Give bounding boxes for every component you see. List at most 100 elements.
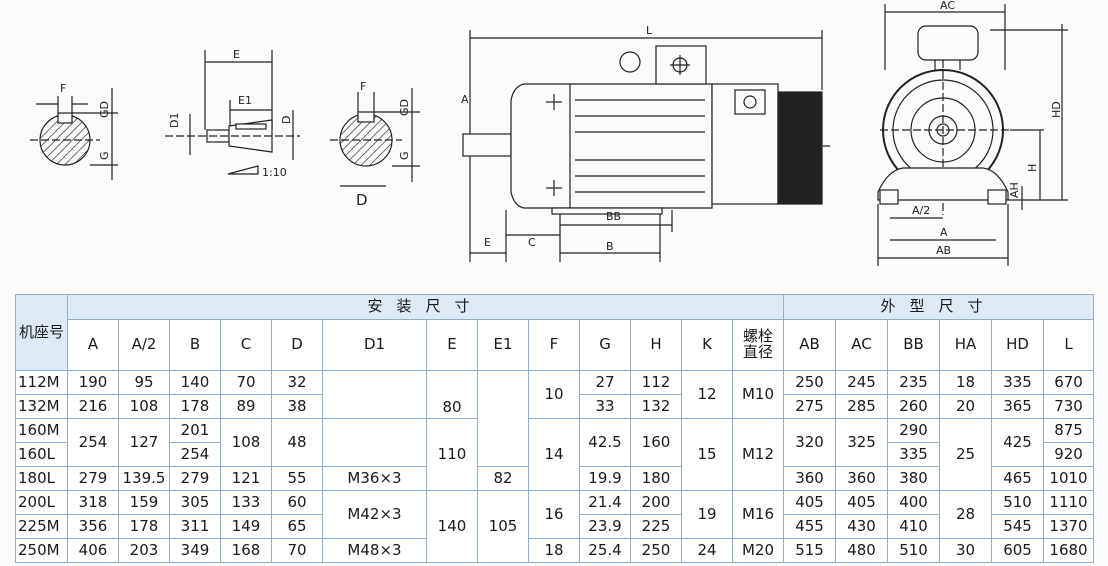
dim-label-d1: D1 — [168, 113, 181, 128]
table-cell: 10 — [528, 370, 580, 419]
table-cell: 320 — [783, 418, 837, 467]
col-header-f: F — [528, 319, 580, 371]
dim-label-c: C — [528, 236, 536, 249]
col-header-bb: BB — [887, 319, 941, 371]
table-cell: 200 — [630, 490, 682, 515]
table-cell: 400 — [887, 490, 941, 515]
table-cell: 360 — [783, 466, 837, 491]
table-row: 160L 254 335 920 — [15, 442, 1095, 467]
table-cell: M48×3 — [322, 538, 427, 563]
motor-side-view — [462, 30, 830, 262]
table-cell: 105 — [477, 490, 529, 563]
table-cell: 279 — [169, 466, 221, 491]
frame-cell: 180L — [15, 466, 68, 491]
table-cell: 30 — [939, 538, 993, 563]
table-cell: 670 — [1043, 370, 1095, 395]
table-cell: 33 — [579, 394, 631, 419]
table-cell: 365 — [991, 394, 1045, 419]
dim-label-f: F — [60, 82, 66, 95]
table-cell: 32 — [271, 370, 323, 395]
table-cell: 318 — [67, 490, 119, 515]
table-row: 200L 318 159 305 133 60 M42×3 140 105 16… — [15, 490, 1095, 563]
table-cell: 920 — [1043, 442, 1095, 467]
table-row: 160M 254 127 201 108 48 110 14 42.5 160 … — [15, 418, 1095, 491]
dim-label-h: H — [1026, 164, 1039, 172]
table-cell: 25.4 — [579, 538, 631, 563]
table-cell: 89 — [220, 394, 272, 419]
table-cell: 190 — [67, 370, 119, 395]
table-cell: 730 — [1043, 394, 1095, 419]
frame-cell: 200L — [15, 490, 68, 515]
table-cell: 121 — [220, 466, 272, 491]
table-cell — [322, 418, 427, 467]
dim-label-g2: G — [398, 151, 411, 160]
table-cell: 25 — [939, 418, 993, 491]
dim-label-e-side: E — [484, 236, 491, 249]
table-cell: 311 — [169, 514, 221, 539]
table-cell: M20 — [731, 538, 785, 563]
col-header-a: A — [67, 319, 119, 371]
table-cell: 203 — [118, 538, 170, 563]
table-cell: 1680 — [1043, 538, 1095, 563]
table-cell: 349 — [169, 538, 221, 563]
table-row: 250M 406 203 349 168 70 M48×3 18 25.4 25… — [15, 538, 1095, 563]
table-cell: 250 — [630, 538, 682, 563]
table-cell: 21.4 — [579, 490, 631, 515]
table-cell: 405 — [835, 490, 889, 515]
table-cell: M12 — [731, 418, 785, 491]
table-cell: 360 — [835, 466, 889, 491]
table-cell: 127 — [118, 418, 170, 467]
frame-cell: 225M — [15, 514, 68, 539]
table-cell: M10 — [731, 370, 785, 419]
col-header-ac: AC — [835, 319, 889, 371]
dimension-table: 机座号 安装尺寸 外型尺寸 A A/2 B C D D1 E E1 F G H … — [15, 294, 1095, 563]
table-cell: 70 — [220, 370, 272, 395]
table-cell: 20 — [939, 394, 993, 419]
table-cell: 875 — [1043, 418, 1095, 443]
table-cell: 285 — [835, 394, 889, 419]
table-cell: 23.9 — [579, 514, 631, 539]
col-header-bolt-diameter: 螺栓直径 — [731, 319, 785, 371]
group-header-install: 安装尺寸 — [66, 294, 785, 320]
col-header-h: H — [630, 319, 682, 371]
group-header-outline: 外型尺寸 — [783, 294, 1095, 320]
table-cell: 406 — [67, 538, 119, 563]
col-header-ab: AB — [783, 319, 837, 371]
table-cell: 82 — [477, 466, 529, 491]
table-cell: 465 — [991, 466, 1045, 491]
table-cell: 455 — [783, 514, 837, 539]
table-cell: 335 — [887, 442, 941, 467]
table-cell: 254 — [169, 442, 221, 467]
table-cell: 216 — [67, 394, 119, 419]
table-cell: 480 — [835, 538, 889, 563]
table-cell: 19 — [681, 490, 733, 539]
table-cell: 27 — [579, 370, 631, 395]
taper-ratio-label: 1:10 — [262, 166, 287, 179]
table-cell: 133 — [220, 490, 272, 515]
table-cell: 19.9 — [579, 466, 631, 491]
dim-label-ab: AB — [936, 244, 951, 257]
table-cell: 1110 — [1043, 490, 1095, 515]
dim-label-a-half: A/2 — [912, 204, 930, 217]
table-cell: 18 — [939, 370, 993, 395]
dim-label-e1: E1 — [238, 94, 252, 107]
table-cell: 16 — [528, 490, 580, 539]
frame-header: 机座号 — [15, 294, 68, 371]
table-cell: 159 — [118, 490, 170, 515]
shaft-keyway-section-view — [330, 88, 420, 187]
table-cell: 305 — [169, 490, 221, 515]
table-cell: 112 — [630, 370, 682, 395]
table-cell: 410 — [887, 514, 941, 539]
table-cell: 55 — [271, 466, 323, 491]
dim-label-d2: D — [356, 191, 368, 209]
table-cell: 24 — [681, 538, 733, 563]
frame-cell: 132M — [15, 394, 68, 419]
table-row: 112M 190 95 140 70 32 80 10 27 112 12 M1… — [15, 370, 1095, 467]
col-header-hd: HD — [991, 319, 1045, 371]
motor-dimension-drawing: F GD G E E1 D1 D 1:10 F GD G D — [30, 0, 1068, 266]
table-cell: 325 — [835, 418, 889, 467]
col-header-g: G — [579, 319, 631, 371]
table-cell: 70 — [271, 538, 323, 563]
dim-label-a-side: A — [461, 93, 469, 106]
table-cell: 48 — [271, 418, 323, 467]
